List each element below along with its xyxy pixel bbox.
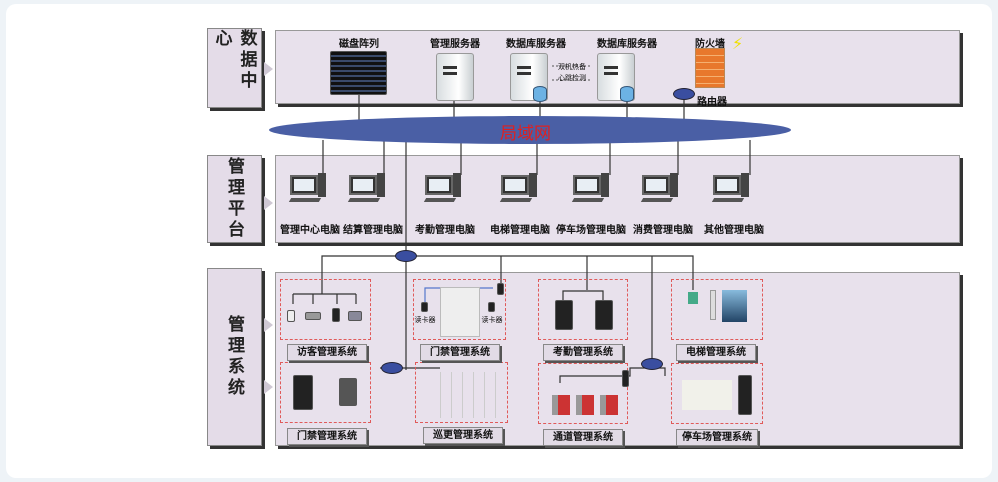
card-reader-label: 读卡器 [414,316,436,324]
controller-icon [622,370,629,387]
mgmt-server-label: 管理服务器 [430,39,480,50]
card-reader-label: 读卡器 [481,316,503,324]
lan-label: 局域网 [500,124,551,144]
system-label: 通道管理系统 [543,429,623,446]
parking-system-box [671,363,763,424]
layer-label-systems: 管理系统 [207,268,262,446]
computer-label: 结算管理电脑 [343,225,403,236]
attendance-terminal-icon [555,300,573,330]
lan-ellipse [269,116,791,144]
elevator-system-box [671,279,763,340]
computer-icon [423,173,461,203]
layer-label-platform: 管理平台 [207,155,262,243]
passage-system-box [538,363,628,424]
database-icon [533,86,547,102]
platform-panel [275,155,960,243]
mgmt-server-icon [436,53,474,101]
visitor-system-box [280,279,371,340]
arrow-icon [264,380,273,394]
patrol-system-box [415,362,508,423]
database-icon [620,86,634,102]
access-terminal-icon [293,375,313,410]
computer-label: 停车场管理电脑 [556,225,626,236]
computer-icon [347,173,385,203]
device-icon [287,310,295,322]
db-server-1-label: 数据库服务器 [506,39,566,50]
layer-label-data-center: 数据中心 [207,28,262,108]
arrow-icon [264,62,273,76]
scanner-icon [305,312,321,320]
computer-icon [640,173,678,203]
parking-lot-icon [682,380,732,410]
heartbeat-label-2: 心跳检测 [558,74,586,82]
turnstile-icon [552,395,622,415]
lightning-icon: ⚡ [732,34,744,53]
access2-system-box [280,362,371,423]
keypad-icon [339,378,357,406]
attendance-terminal-icon [595,300,613,330]
system-label: 电梯管理系统 [676,344,756,361]
attendance-system-box [538,279,628,340]
computer-icon [499,173,537,203]
firewall-label: 防火墙 [695,39,725,50]
switch-icon [381,362,403,374]
db-server-2-label: 数据库服务器 [597,39,657,50]
system-label: 门禁管理系统 [420,344,500,361]
system-label: 停车场管理系统 [676,429,758,446]
computer-icon [288,173,326,203]
switch-icon [641,358,663,370]
card-reader-icon [421,302,428,312]
system-label: 考勤管理系统 [543,344,623,361]
printer-icon [348,311,362,321]
heartbeat-label-1: 双机热备 [558,63,586,71]
router-icon [673,88,695,100]
computer-label: 管理中心电脑 [280,225,340,236]
computer-icon [571,173,609,203]
switch-icon [395,250,417,262]
computer-label: 其他管理电脑 [704,225,764,236]
camera-icon [332,308,340,322]
board-icon [688,292,698,304]
controller-icon [497,283,504,295]
disk-array-icon [330,51,387,95]
parking-sign-icon [738,375,752,415]
arrow-icon [264,318,273,332]
elevator-icon [722,290,747,322]
panel-icon [710,290,716,320]
computer-label: 消费管理电脑 [633,225,693,236]
access-system-box [413,279,506,340]
computer-icon [711,173,749,203]
card-reader-icon [488,302,495,312]
db-server-icon [597,53,635,101]
system-label: 门禁管理系统 [287,428,367,445]
disk-array-label: 磁盘阵列 [339,39,379,50]
router-label: 路由器 [697,97,727,108]
patrol-devices-icon [430,372,500,418]
system-label: 访客管理系统 [287,344,367,361]
computer-label: 考勤管理电脑 [415,225,475,236]
system-label: 巡更管理系统 [423,427,503,444]
door-icon [440,287,480,337]
arrow-icon [264,196,273,210]
computer-label: 电梯管理电脑 [490,225,550,236]
